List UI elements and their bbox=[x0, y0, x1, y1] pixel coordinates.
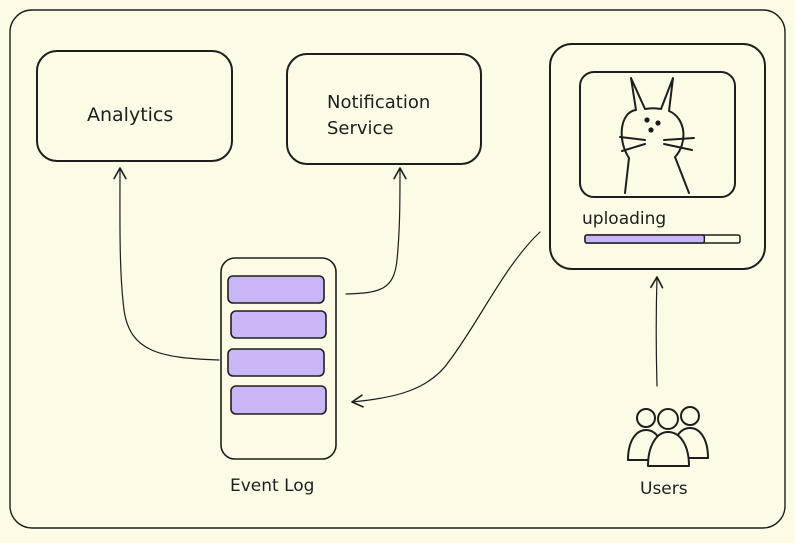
event-log-row bbox=[230, 385, 327, 415]
analytics-node: Analytics bbox=[36, 50, 233, 162]
analytics-label: Analytics bbox=[87, 104, 173, 126]
uploader-card bbox=[549, 43, 766, 270]
users-node: Users bbox=[627, 406, 709, 499]
event-log-row bbox=[227, 275, 325, 304]
event-log-container bbox=[220, 257, 337, 460]
image-frame bbox=[579, 71, 736, 198]
event-log-row bbox=[227, 348, 325, 377]
arrow-uploader-to-event-log bbox=[351, 231, 541, 408]
cat-icon bbox=[619, 77, 695, 194]
upload-status-label: uploading bbox=[582, 209, 666, 229]
users-icon bbox=[627, 406, 709, 467]
arrow-event-log-to-analytics bbox=[113, 167, 220, 361]
notification-service-node: Notification Service bbox=[286, 53, 482, 165]
event-log-row bbox=[230, 310, 327, 339]
outer-frame bbox=[9, 9, 786, 529]
notification-service-box bbox=[286, 53, 482, 165]
analytics-box bbox=[36, 50, 233, 162]
arrow-event-log-to-notification bbox=[345, 167, 407, 295]
progress-fill bbox=[584, 234, 706, 244]
notification-service-label-line2: Service bbox=[327, 118, 394, 139]
notification-service-label-line1: Notification bbox=[327, 92, 430, 113]
users-label: Users bbox=[640, 479, 688, 499]
arrow-users-to-uploader bbox=[650, 276, 664, 387]
uploader-node: uploading bbox=[549, 43, 766, 270]
event-log-label: Event Log bbox=[230, 476, 314, 496]
event-log-node: Event Log bbox=[220, 257, 337, 496]
